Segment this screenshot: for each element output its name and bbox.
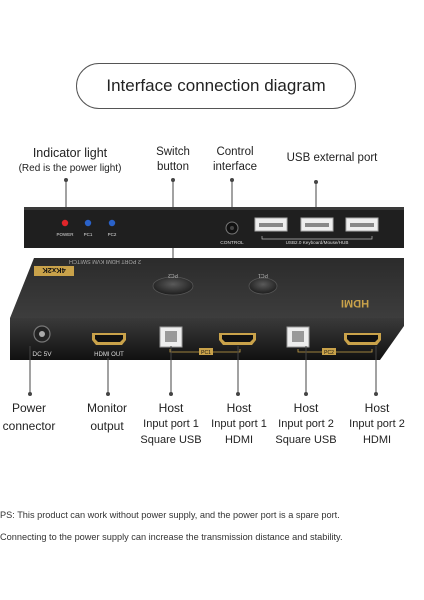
- pc2-tag: [322, 348, 336, 355]
- dc-label: DC 5V: [32, 351, 52, 358]
- usb-ext-label-line1: USB external port: [286, 152, 378, 164]
- h1usb-line3: Square USB: [140, 434, 202, 446]
- pc2-hdmi-port-inner: [347, 335, 378, 342]
- monitor-pointer-dot: [106, 392, 110, 396]
- 4k-badge-text: 4Kx2K: [42, 266, 66, 275]
- h1usb-line1: Host: [158, 401, 184, 415]
- pc2-switch-button: [152, 276, 194, 296]
- usb-port-1-tongue: [259, 223, 283, 227]
- hdmi-logo: HDMI: [341, 297, 369, 309]
- pc1-led-label: PC1: [84, 232, 93, 237]
- indicator-light-label: Indicator light (Red is the power light): [0, 146, 140, 176]
- host1-hdmi-label: Host Input port 1 HDMI: [204, 400, 274, 448]
- control-label-line1: Control: [216, 146, 254, 158]
- host1-usb-label: Host Input port 1 Square USB: [136, 400, 206, 448]
- note-line-1: PS: This product can work without power …: [0, 510, 340, 520]
- pc2-button-label: PC2: [168, 272, 178, 278]
- power-connector-label: Power connector: [0, 399, 58, 435]
- power-label-line2: connector: [2, 419, 56, 433]
- control-label-line2: interface: [212, 161, 258, 173]
- h2hdmi-line1: Host: [364, 401, 390, 415]
- usb-port-group: [254, 217, 379, 240]
- pc1-tag-text: PC1: [201, 350, 211, 356]
- monitor-label-line2: output: [90, 419, 124, 433]
- h2usb-line3: Square USB: [275, 434, 337, 446]
- diagram-title: Interface connection diagram: [76, 63, 356, 109]
- usb-port-2-tongue: [305, 223, 329, 227]
- pc1-tag: [199, 348, 213, 355]
- h2hdmi-line3: HDMI: [362, 434, 392, 446]
- switch-button-label: Switch button: [142, 145, 204, 175]
- usb-port-label: USB2.0 Keyboard/Mouse/HUB: [286, 240, 349, 245]
- usb-external-port-label: USB external port: [272, 151, 392, 166]
- host2-usb-label: Host Input port 2 Square USB: [271, 400, 341, 448]
- power-pointer-dot: [28, 392, 32, 396]
- switch-label-line2: button: [157, 161, 189, 173]
- h2usb-line2: Input port 2: [278, 418, 334, 430]
- usb-bracket: [261, 236, 373, 240]
- power-led-label: POWER: [56, 232, 74, 237]
- indicator-pointer-dot: [64, 178, 68, 182]
- pc1-led: [84, 219, 92, 227]
- pc2-led-label: PC2: [108, 232, 117, 237]
- h2hdmi-line2: Input port 2: [349, 418, 405, 430]
- pc1-button-label: PC1: [258, 272, 268, 278]
- 4k-badge: [34, 266, 74, 276]
- note-line-2: Connecting to the power supply can incre…: [0, 532, 343, 542]
- control-interface-label: Control interface: [202, 145, 268, 175]
- h2usb-line1: Host: [293, 401, 319, 415]
- device-top-text: 2 PORT HDMI KVM SWITCH: [69, 258, 141, 264]
- usb-pointer-dot: [314, 180, 318, 184]
- hdmi-out-label: HDMI OUT: [94, 352, 124, 358]
- dc-jack-pin: [39, 331, 45, 337]
- usb-port-3-tongue: [350, 223, 374, 227]
- host2-hdmi-label: Host Input port 2 HDMI: [342, 400, 412, 448]
- h1usb-line2: Input port 1: [143, 418, 199, 430]
- control-port-label: CONTROL: [220, 240, 244, 246]
- h1hdmi-line3: HDMI: [224, 434, 254, 446]
- switch-pointer-dot: [171, 178, 175, 182]
- h2hdmi-pointer-dot: [374, 392, 378, 396]
- pc1-switch-button: [248, 277, 278, 295]
- indicator-label-line1: Indicator light: [32, 146, 108, 160]
- device-back-panel: [24, 207, 404, 248]
- h1hdmi-pointer-dot: [236, 392, 240, 396]
- pc1-usb-b-inner: [165, 331, 177, 342]
- indicator-label-line2: (Red is the power light): [18, 163, 122, 174]
- control-jack-hole: [230, 226, 234, 230]
- device-top-face: [10, 258, 404, 318]
- power-led: [61, 219, 69, 227]
- pc2-usb-b-inner: [292, 331, 304, 342]
- h1hdmi-line1: Host: [226, 401, 252, 415]
- back-panel-edge: [24, 207, 404, 210]
- control-pointer-dot: [230, 178, 234, 182]
- pc2-led: [108, 219, 116, 227]
- switch-label-line1: Switch: [156, 146, 190, 158]
- pc1-hdmi-port-inner: [222, 335, 253, 342]
- hdmi-out-port-inner: [95, 335, 123, 342]
- h1usb-pointer-dot: [169, 392, 173, 396]
- h1hdmi-line2: Input port 1: [211, 418, 267, 430]
- h2usb-pointer-dot: [304, 392, 308, 396]
- power-label-line1: Power: [11, 401, 46, 415]
- monitor-label-line1: Monitor: [86, 401, 127, 415]
- monitor-output-label: Monitor output: [72, 399, 142, 435]
- pc2-tag-text: PC2: [324, 350, 334, 356]
